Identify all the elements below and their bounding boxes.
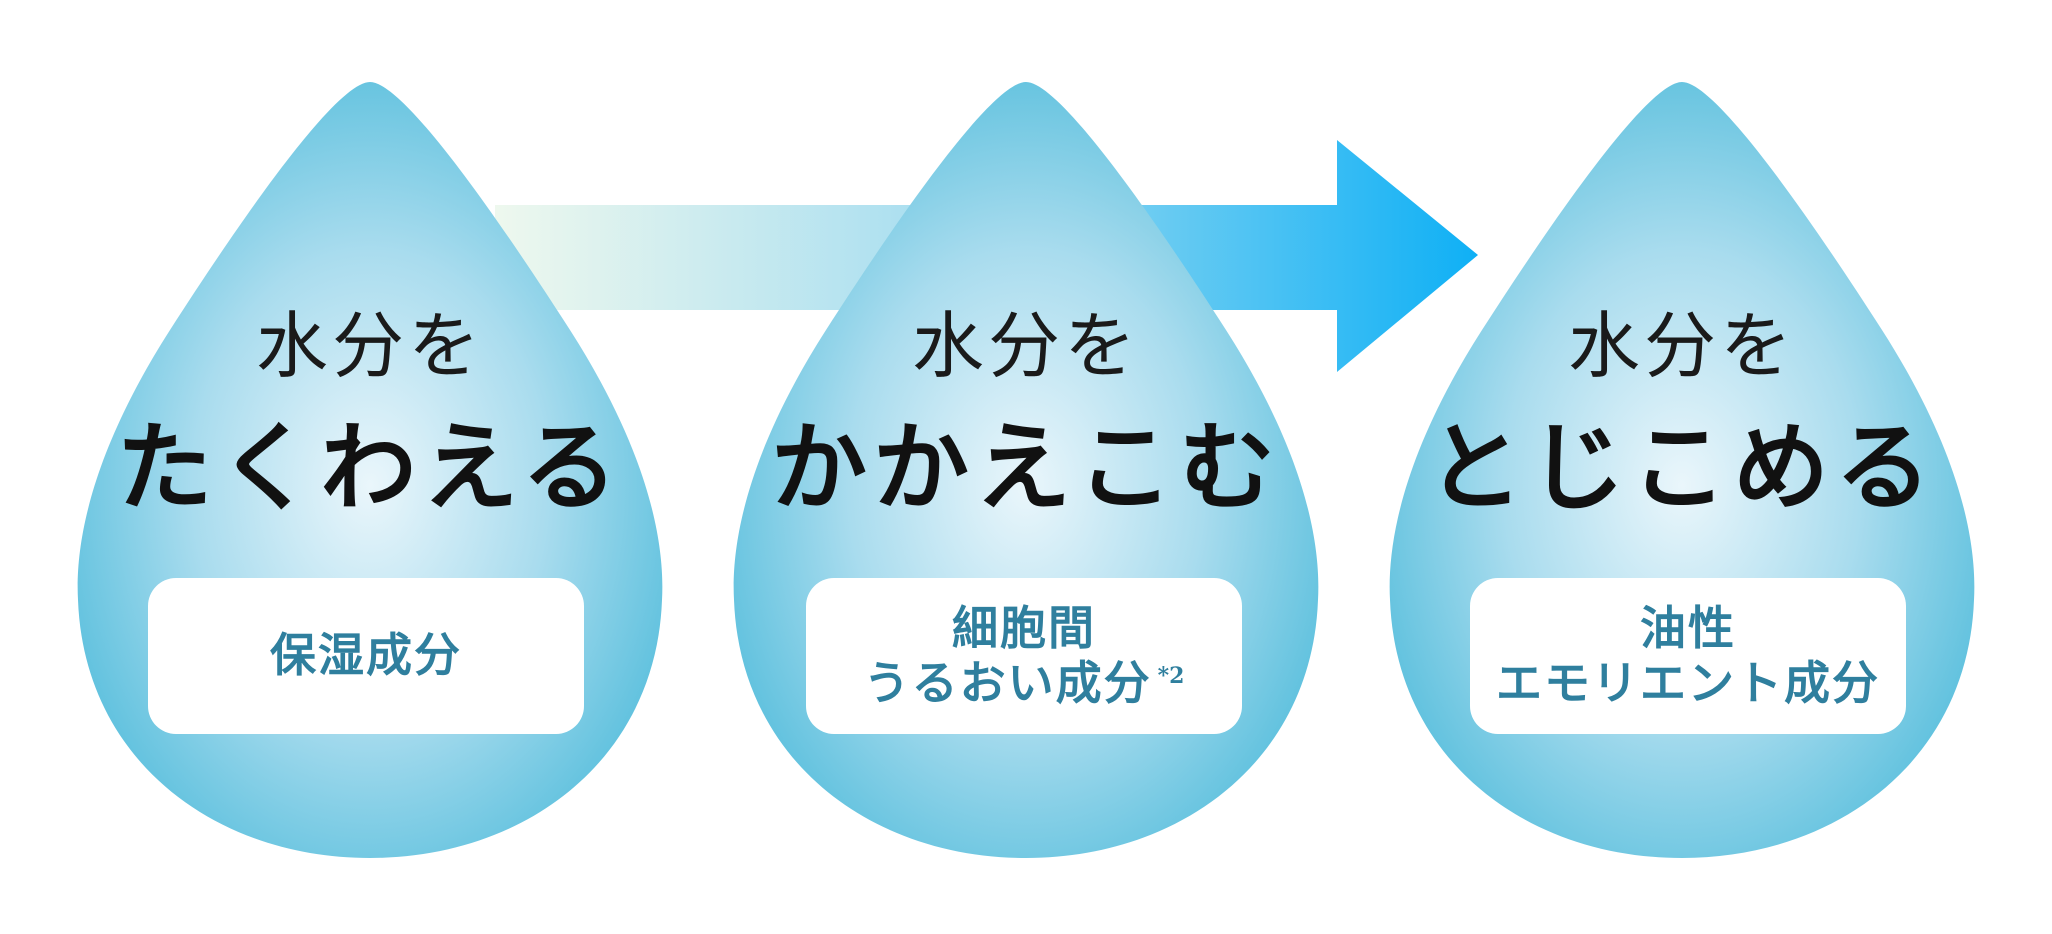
step-3-panel-line-1: 油性	[1640, 600, 1736, 655]
step-3-line2: とじこめる	[1427, 412, 1937, 524]
step-2-line1: 水分を	[911, 304, 1140, 388]
step-3-line2-highlight: とじこめる	[1415, 420, 1949, 526]
step-1-line2-highlight: たくわえる	[104, 420, 636, 526]
step-1-panel: 保湿成分	[148, 578, 584, 734]
step-drop-2: 水分を かかえこむ 細胞間 うるおい成分*2	[706, 0, 1346, 934]
step-2-panel: 細胞間 うるおい成分*2	[806, 578, 1242, 734]
step-3-line1: 水分を	[1567, 304, 1796, 388]
step-2-panel-line-1: 細胞間	[952, 600, 1096, 655]
step-1-line2: たくわえる	[116, 412, 624, 524]
step-drop-1: 水分を たくわえる 保湿成分	[50, 0, 690, 934]
step-3-panel-line-2: エモリエント成分	[1496, 656, 1880, 710]
step-drop-3: 水分を とじこめる 油性 エモリエント成分	[1362, 0, 2002, 934]
step-2-panel-line-2-wrap: うるおい成分*2	[864, 656, 1185, 711]
step-2-line2-highlight: かかえこむ	[759, 420, 1293, 526]
step-3-panel: 油性 エモリエント成分	[1470, 578, 1906, 734]
step-1-panel-line-1: 保湿成分	[270, 628, 462, 683]
step-2-line2: かかえこむ	[771, 412, 1281, 524]
footnote-marker: *2	[1157, 662, 1185, 689]
step-1-line1: 水分を	[255, 304, 484, 388]
step-2-panel-line-2: うるおい成分	[863, 656, 1152, 710]
